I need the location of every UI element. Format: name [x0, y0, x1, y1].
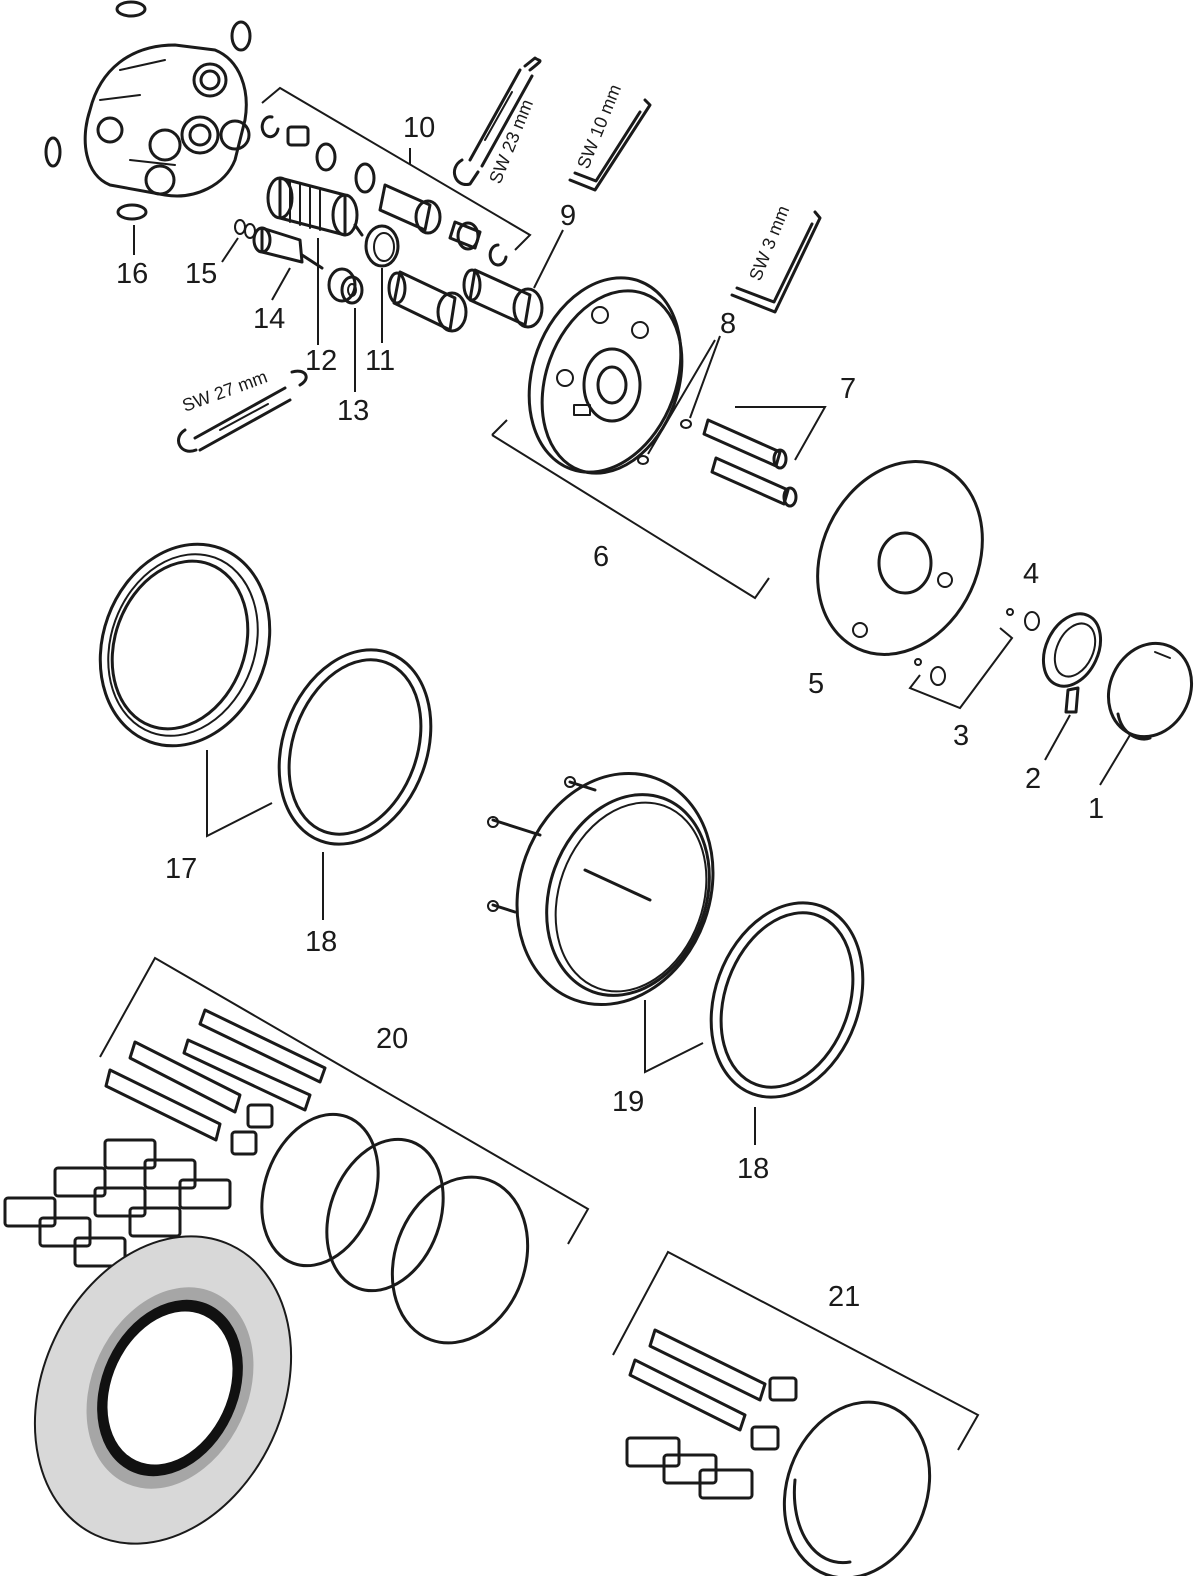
- part-12-cartridge: [266, 176, 364, 345]
- clip-set: [3, 1138, 232, 1268]
- part-13-nut: [327, 267, 364, 392]
- part-stops: [387, 268, 544, 333]
- part-1-handle: [1099, 641, 1194, 786]
- part-gasket: [33, 1235, 293, 1545]
- callout-14: 14: [253, 303, 285, 335]
- callout-9: 9: [560, 200, 576, 232]
- callout-10: 10: [403, 112, 435, 144]
- hex-key-10mm-icon: SW 10 mm: [568, 81, 652, 192]
- callout-15: 15: [185, 258, 217, 290]
- callout-labels: 1 2 3 4 5 6 7 8 9 10 11 12 13 14 15 16 1…: [116, 112, 1104, 1313]
- callout-19: 19: [612, 1086, 644, 1118]
- callout-8: 8: [720, 308, 736, 340]
- part-9-leader: [533, 229, 564, 289]
- part-2-lever-ring: [1041, 612, 1103, 761]
- wrench-27-label: SW 27 mm: [180, 367, 270, 416]
- hex-key-3mm-icon: SW 3 mm: [730, 203, 822, 314]
- callout-13: 13: [337, 395, 369, 427]
- callout-11: 11: [365, 345, 395, 377]
- callout-7: 7: [840, 373, 856, 405]
- part-5-cover-plate: [816, 460, 984, 656]
- callout-18-left: 18: [305, 926, 337, 958]
- part-15-o-rings: [221, 219, 256, 263]
- callout-16: 16: [116, 258, 148, 290]
- callout-1: 1: [1088, 793, 1104, 825]
- callout-2: 2: [1025, 763, 1041, 795]
- callout-18-right: 18: [737, 1153, 769, 1185]
- wrench-23-label: SW 23 mm: [485, 96, 537, 186]
- wrench-27mm-icon: SW 27 mm: [177, 367, 308, 453]
- part-16-valve-body: [44, 0, 252, 255]
- callout-3: 3: [953, 720, 969, 752]
- part-19-extension-ring: [487, 771, 715, 1074]
- part-11-ring: [364, 224, 400, 343]
- part-14-valve: [252, 226, 324, 301]
- part-20-installation-set: [3, 956, 590, 1345]
- part-18-ring-right: [709, 901, 865, 1145]
- part-8-small-screws: [637, 335, 721, 465]
- callout-21: 21: [828, 1281, 860, 1313]
- callout-4: 4: [1023, 558, 1039, 590]
- callout-12: 12: [305, 345, 337, 377]
- part-21-installation-set: [612, 1250, 980, 1576]
- part-7-screws: [702, 406, 827, 508]
- callout-20: 20: [376, 1023, 408, 1055]
- part-18-ring-left: [277, 648, 433, 920]
- wrench-23mm-icon: SW 23 mm: [452, 56, 542, 186]
- hex-3-label: SW 3 mm: [745, 203, 793, 284]
- part-3-seals: [908, 627, 1014, 710]
- callout-6: 6: [593, 541, 609, 573]
- part-4-seals: [1006, 608, 1040, 631]
- callout-17: 17: [165, 853, 197, 885]
- part-6-mounting-plate: [491, 276, 770, 600]
- part-17-extension-ring: [98, 542, 273, 838]
- callout-5: 5: [808, 668, 824, 700]
- part-10-bracket: [260, 86, 532, 267]
